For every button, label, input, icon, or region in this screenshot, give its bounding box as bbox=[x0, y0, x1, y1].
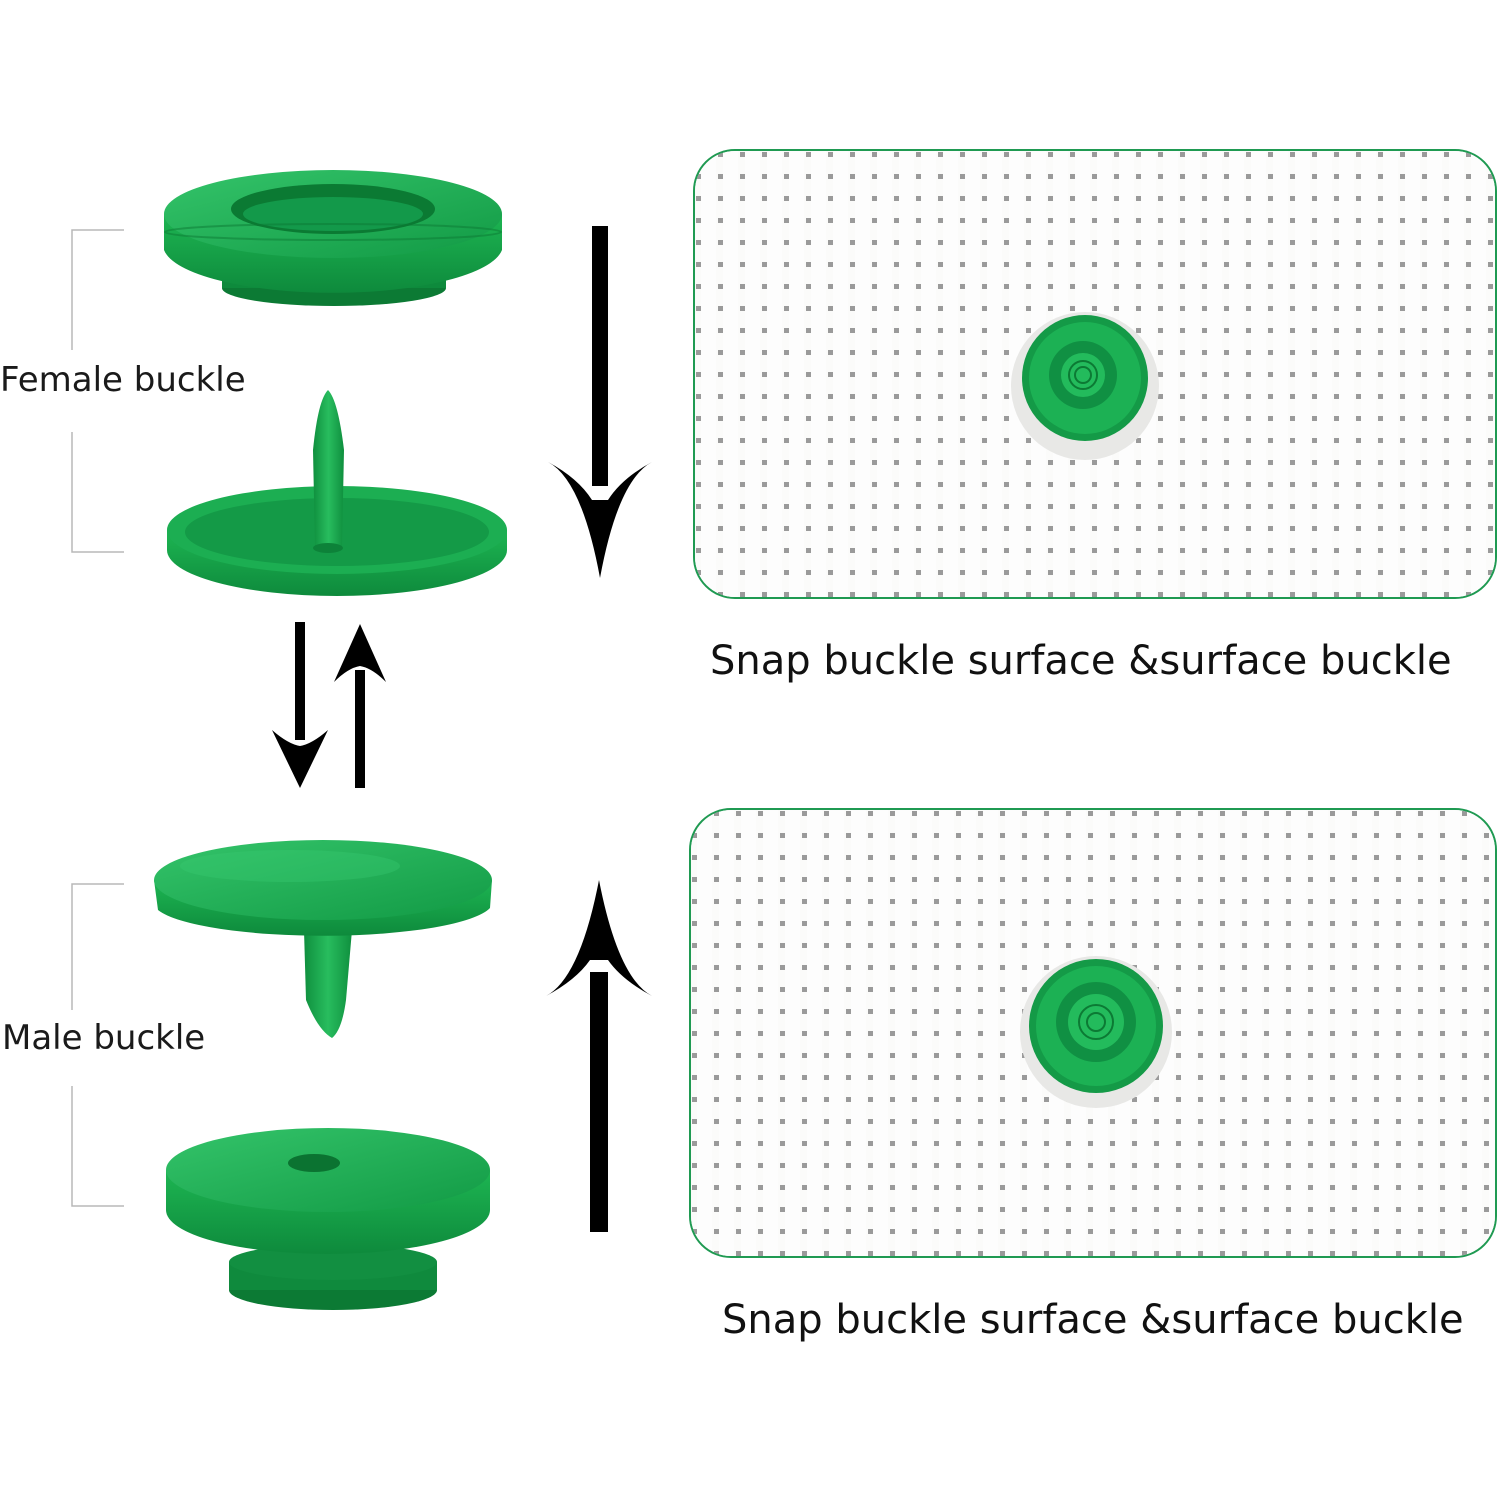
big-up-arrow bbox=[546, 880, 652, 1232]
female-bracket bbox=[71, 229, 124, 553]
big-down-arrow bbox=[548, 226, 652, 578]
small-up-arrow bbox=[334, 624, 386, 788]
caption-bottom: Snap buckle surface &surface buckle bbox=[722, 1297, 1464, 1343]
male-buckle-label: Male buckle bbox=[2, 1018, 206, 1058]
female-socket-ring bbox=[164, 170, 502, 306]
fabric-snap-bottom bbox=[1020, 956, 1172, 1108]
small-down-arrow bbox=[272, 622, 328, 788]
caption-top: Snap buckle surface &surface buckle bbox=[710, 638, 1452, 684]
fabric-panel-bottom bbox=[689, 808, 1497, 1258]
female-buckle-label: Female buckle bbox=[0, 360, 246, 400]
female-cap-with-stud bbox=[167, 390, 507, 596]
fabric-panel-top bbox=[693, 149, 1497, 599]
fabric-weave bbox=[691, 810, 1495, 1256]
male-bracket bbox=[71, 883, 124, 1207]
male-cap-with-stud bbox=[154, 840, 492, 1038]
fabric-weave bbox=[695, 151, 1495, 597]
male-socket-base bbox=[166, 1128, 490, 1310]
fabric-snap-top bbox=[1011, 312, 1159, 460]
